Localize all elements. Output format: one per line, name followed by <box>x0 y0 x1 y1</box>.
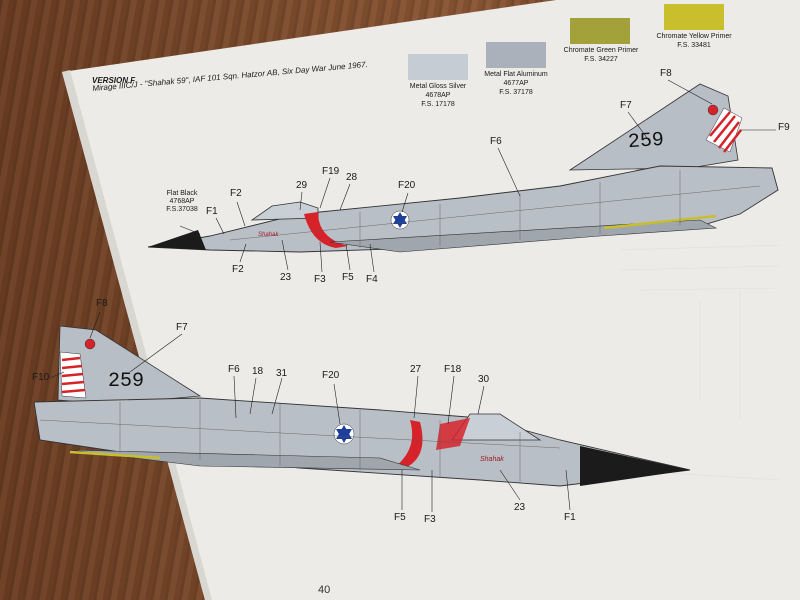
callout-bottom-f20: F20 <box>322 370 340 381</box>
swatch-metal-gloss-silver <box>408 54 468 80</box>
callout-top-f6: F6 <box>490 136 502 147</box>
swatch-label-yellow: Chromate Yellow Primer F.S. 33481 <box>656 33 732 49</box>
callout-top-f8: F8 <box>660 68 672 79</box>
top-star-of-david <box>393 212 407 228</box>
swatch-label-silver: Metal Gloss Silver 4678AP F.S. 17178 <box>409 83 467 108</box>
top-yellow-edge <box>603 214 717 230</box>
swatch-chromate-green-primer <box>570 18 630 44</box>
callout-top-f3: F3 <box>314 274 326 285</box>
callout-top-f7: F7 <box>620 100 632 111</box>
top-fin-emblem <box>707 104 719 116</box>
callout-bottom-f3: F3 <box>424 514 436 525</box>
bottom-star-of-david <box>336 425 352 443</box>
bottom-nose-art: Shahak <box>480 456 504 463</box>
top-nose-cone <box>148 230 206 250</box>
callout-bottom-f1: F1 <box>564 512 576 523</box>
bottom-wing <box>69 449 421 471</box>
swatch-chromate-yellow-primer <box>664 4 724 30</box>
bottom-nose-cone <box>580 446 690 486</box>
callout-top-29: 29 <box>296 180 308 191</box>
swatch-label-green: Chromate Green Primer F.S. 34227 <box>563 47 639 63</box>
swatch-label-aluminum: Metal Flat Aluminum 4677AP F.S. 37178 <box>484 71 548 96</box>
callout-top-f20: F20 <box>398 180 416 191</box>
top-aircraft-profile <box>147 83 779 253</box>
callout-bottom-23: 23 <box>514 502 526 513</box>
callout-top-f5: F5 <box>342 272 354 283</box>
bottom-panel-lines <box>39 400 561 482</box>
top-aircraft-number: 259 <box>627 128 665 155</box>
bottom-red-panel <box>436 418 470 450</box>
flat-black-label: Flat Black 4768AP F.S.37038 <box>166 190 198 213</box>
callout-bottom-f10: F10 <box>32 372 50 383</box>
callout-bottom-31: 31 <box>276 368 288 379</box>
bottom-fin-stripes <box>59 351 87 399</box>
version-title: VERSION F <box>92 76 136 85</box>
top-fin-stripes <box>705 107 743 153</box>
callout-top-f2a: F2 <box>230 188 242 199</box>
swatch-metal-flat-aluminum <box>486 42 546 68</box>
callout-bottom-f6: F6 <box>228 364 240 375</box>
callout-bottom-f18: F18 <box>444 364 462 375</box>
callout-top-f1: F1 <box>206 206 218 217</box>
bottom-leader-lines <box>49 311 571 512</box>
bottom-aircraft-number: 259 <box>108 370 145 393</box>
top-nose-art: Shahak <box>258 232 279 238</box>
callout-bottom-30: 30 <box>478 374 490 385</box>
top-leader-lines <box>179 79 776 273</box>
page-number: 40 <box>318 584 331 596</box>
callout-bottom-18: 18 <box>252 366 264 377</box>
top-panel-lines <box>229 170 761 248</box>
callout-top-28: 28 <box>346 172 358 183</box>
callout-bottom-f5: F5 <box>394 512 406 523</box>
top-red-intake <box>304 212 348 248</box>
bottom-aircraft-profile <box>33 325 691 487</box>
callout-bottom-f8: F8 <box>96 298 108 309</box>
bottom-fin-emblem <box>84 338 96 350</box>
callout-bottom-27: 27 <box>410 364 422 375</box>
bottom-yellow-edge <box>69 450 161 460</box>
callout-top-f9: F9 <box>778 122 790 133</box>
callout-bottom-f7: F7 <box>176 322 188 333</box>
callout-top-f4: F4 <box>366 274 378 285</box>
callout-top-f2b: F2 <box>232 264 244 275</box>
page-edge-shadow <box>62 70 212 600</box>
bottom-red-intake <box>396 420 423 470</box>
callout-top-23: 23 <box>280 272 292 283</box>
callout-top-f19: F19 <box>322 166 340 177</box>
